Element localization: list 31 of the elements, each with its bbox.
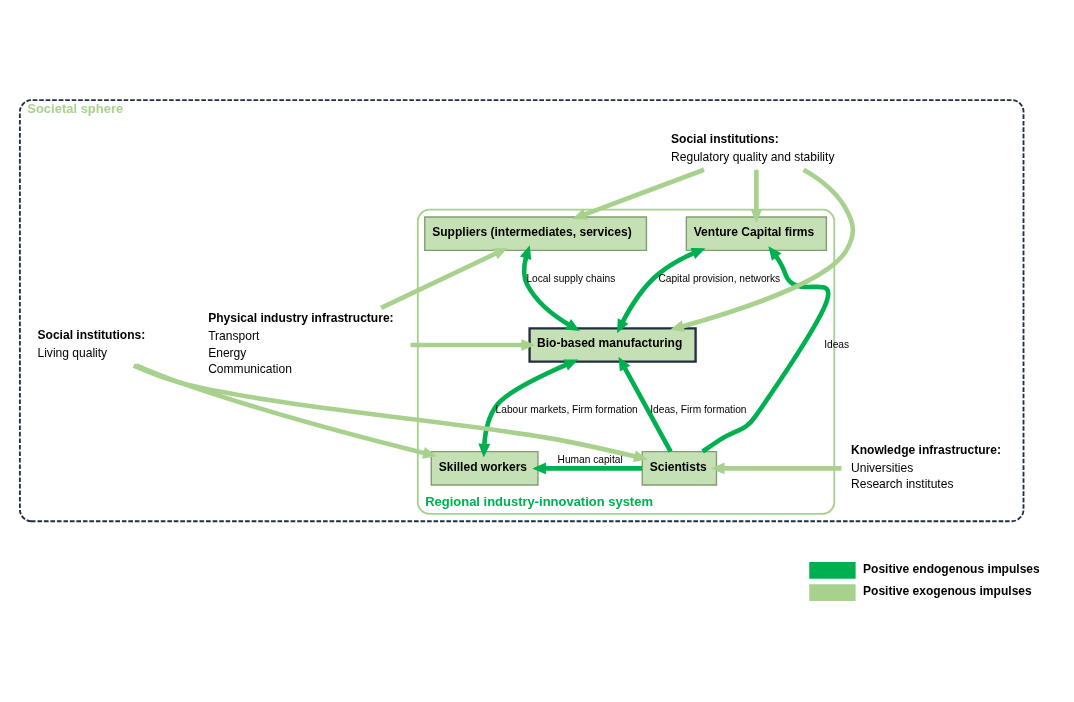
legend-label: Positive endogenous impulses	[863, 561, 1040, 576]
legend-label: Positive exogenous impulses	[863, 583, 1032, 598]
arrow	[618, 356, 673, 453]
arrow	[478, 358, 579, 457]
edge-label: Labour markets, Firm formation	[495, 403, 638, 415]
edge-label: Capital provision, networks	[658, 272, 781, 284]
node-box: Suppliers (intermediates, services)	[424, 215, 648, 251]
edge-label: Ideas, Firm formation	[650, 403, 747, 415]
node-text: Social institutions: Regulatory quality and stability	[671, 131, 835, 164]
arrow	[135, 362, 437, 459]
arrow	[701, 245, 831, 453]
edge-label: Human capital	[557, 453, 623, 465]
node-box: Skilled workers	[430, 450, 539, 486]
arrow	[532, 461, 643, 474]
arrow	[380, 247, 508, 310]
arrow	[410, 338, 536, 351]
arrow	[670, 167, 856, 332]
arrow	[132, 362, 648, 462]
arrow	[710, 461, 842, 474]
arrow	[572, 167, 705, 220]
edge-label: Ideas	[824, 338, 850, 350]
arrow	[519, 244, 580, 331]
arrow	[617, 247, 706, 333]
node-text: Physical industry infrastructure: Transport Energy Communication	[208, 310, 394, 376]
node-box: Venture Capital firms	[685, 215, 828, 251]
edge-label: Local supply chains	[526, 272, 616, 284]
node-box: Scientists	[641, 450, 718, 486]
node-text: Knowledge infrastructure: Universities Research institutes	[850, 442, 1001, 491]
arrow	[750, 169, 763, 223]
node-text: Social institutions: Living quality	[37, 327, 146, 360]
node-box: Bio-based manufacturing	[528, 326, 697, 363]
